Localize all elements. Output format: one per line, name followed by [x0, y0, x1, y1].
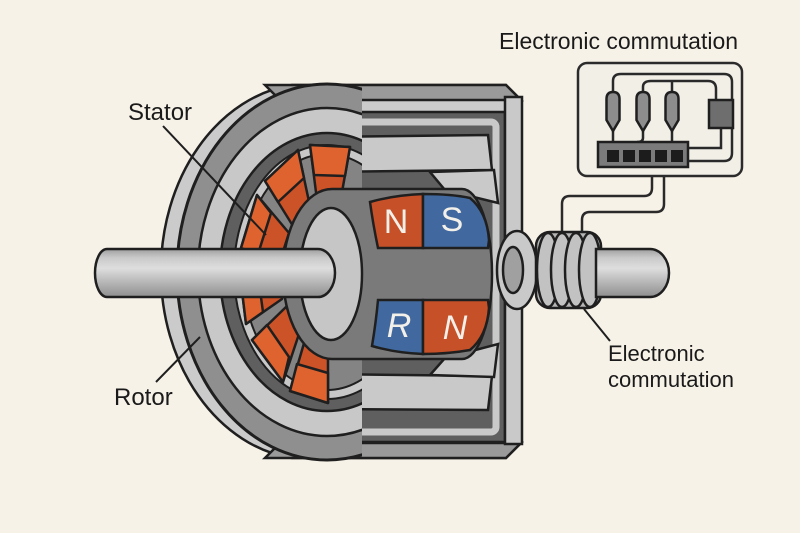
stator-tooth-top-angled [427, 168, 500, 205]
magnet-r-bottom [370, 298, 425, 356]
magnet-label-r-bottom: R [387, 307, 412, 345]
magnet-s-top [421, 192, 491, 250]
connector-contact [655, 150, 667, 162]
shaft-left [93, 247, 337, 299]
commutation-collar [534, 230, 603, 310]
rotor-label: Rotor [114, 384, 173, 411]
connector-contacts [607, 150, 683, 162]
stator-tooth-bottom-angled [427, 342, 500, 379]
bearing-boss [495, 229, 539, 311]
transistor-pin [664, 90, 680, 134]
rotor-leader-line [155, 336, 201, 383]
circuit-wire-inner-loop [641, 79, 718, 101]
connector-contact [623, 150, 635, 162]
magnet-label-n-top: N [384, 203, 409, 241]
magnet-label-n-bottom: N [443, 309, 468, 347]
magnet-n-bottom [421, 298, 491, 356]
motor-assembly: N S R N [93, 82, 671, 462]
stator-label: Stator [128, 99, 192, 126]
connector-contact [671, 150, 683, 162]
commutation-label-line1: Electronic [608, 341, 705, 366]
connector-contact [639, 150, 651, 162]
title-electronic-commutation: Electronic commutation [499, 28, 738, 54]
commutation-wire-1 [560, 167, 654, 236]
rotor-magnet-cylinder: N S R N [281, 187, 494, 361]
commutation-wire-2 [580, 167, 666, 238]
commutation-label-line2: commutation [608, 367, 734, 392]
circuit-wire-outer-loop [611, 72, 734, 163]
connector-contact [607, 150, 619, 162]
commutation-leader-line [583, 308, 611, 342]
shaft-right [594, 247, 671, 299]
transistor-pin [605, 90, 621, 134]
chip-component [707, 98, 735, 130]
magnet-label-s-top: S [441, 201, 464, 239]
circuit-wire-component [688, 128, 723, 150]
commutation-box [576, 61, 744, 178]
annotations: Electronic commutation Stator Rotor Elec… [114, 28, 738, 411]
transistor-pin [635, 90, 651, 134]
stator-leader-line [162, 125, 267, 236]
